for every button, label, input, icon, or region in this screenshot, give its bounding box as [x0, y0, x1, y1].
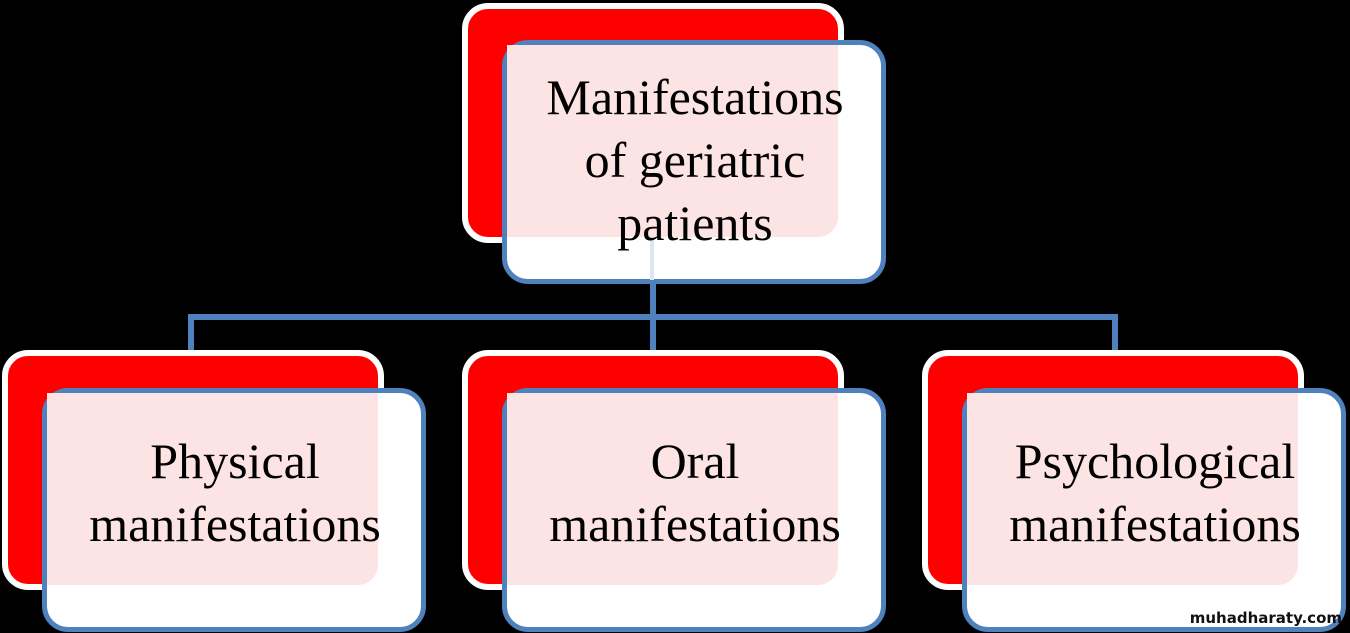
connector-right — [1112, 314, 1118, 350]
connector-middle — [650, 314, 656, 350]
root-node-overlap — [507, 45, 838, 237]
child-label-oral: Oral manifestations — [549, 433, 841, 552]
child-label-psychological: Psychological manifestations — [1009, 433, 1301, 552]
child-overlap — [47, 393, 378, 585]
child-overlap — [967, 393, 1298, 585]
root-inner-line — [650, 240, 654, 280]
root-node-label: Manifestations of geriatric patients — [546, 68, 844, 251]
child-overlap — [507, 393, 838, 585]
watermark: muhadharaty.com — [1189, 609, 1342, 627]
connector-root-stem — [650, 280, 656, 320]
connector-left — [188, 314, 194, 350]
child-label-physical: Physical manifestations — [89, 433, 381, 552]
